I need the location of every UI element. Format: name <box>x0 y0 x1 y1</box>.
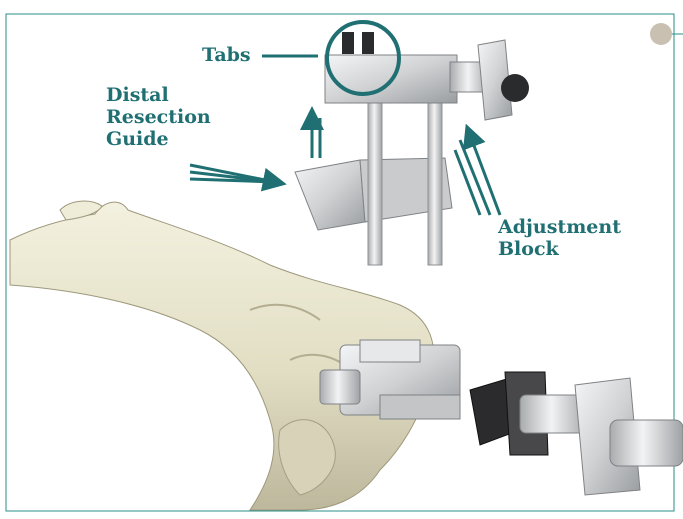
arrow-up-left-icon <box>455 135 500 215</box>
adjustment-block-label: Adjustment Block <box>498 216 621 260</box>
arrow-right-icon <box>190 165 275 182</box>
tabs-label: Tabs <box>202 44 251 66</box>
distal-resection-guide-label: Distal Resection Guide <box>106 84 211 150</box>
callout-dot-icon <box>650 23 683 45</box>
adjustment-block-part <box>325 40 529 120</box>
arrow-up-icon <box>312 118 320 158</box>
